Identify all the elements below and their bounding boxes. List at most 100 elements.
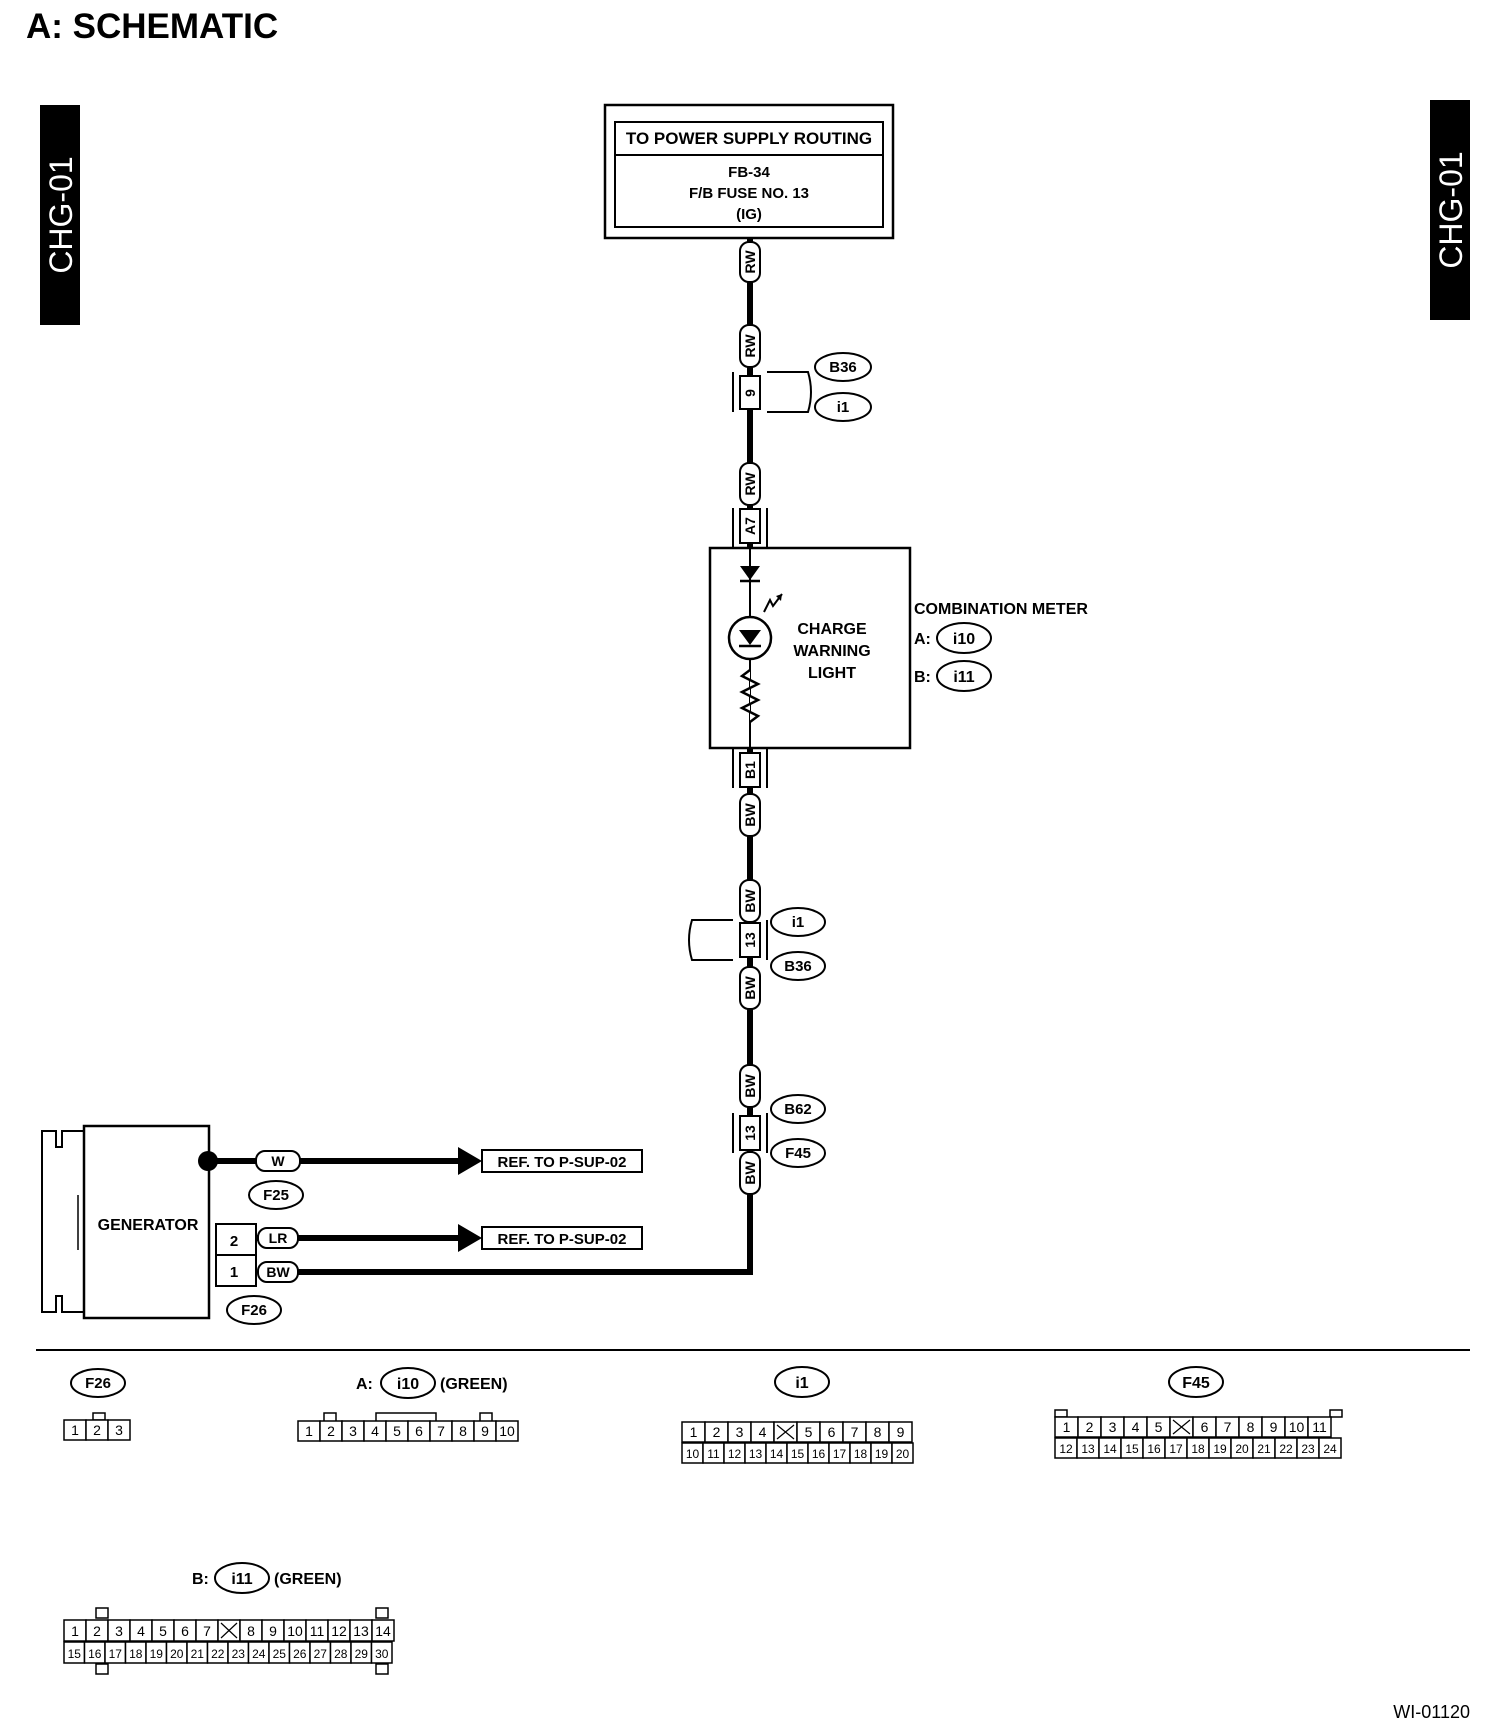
- f26-pin: 2: [93, 1422, 101, 1438]
- wire-label-w-text: W: [271, 1153, 285, 1169]
- wire-label-bw-4: BW: [739, 1064, 761, 1108]
- ref-box-lr: REF. TO P-SUP-02: [481, 1226, 643, 1250]
- i1-pin: 13: [749, 1447, 763, 1461]
- f26-pin: 1: [71, 1422, 79, 1438]
- i1-pin: 9: [897, 1424, 905, 1440]
- wire-label-bw-gen: BW: [257, 1261, 299, 1283]
- i10-pin: 7: [437, 1423, 445, 1439]
- wire-label-rw-1-text: RW: [742, 250, 758, 274]
- i1-pin: 14: [770, 1447, 784, 1461]
- f45-blank-mark: [1172, 1419, 1191, 1435]
- wire-label-rw-3: RW: [739, 462, 761, 506]
- i10-cell: [495, 1420, 519, 1442]
- i11-pin: 12: [331, 1623, 347, 1639]
- generator-wires: [208, 1158, 462, 1241]
- i10-pin: 9: [481, 1423, 489, 1439]
- i11-pin: 2: [93, 1623, 101, 1639]
- i1-pin: 6: [828, 1424, 836, 1440]
- combination-meter-b-prefix: B:: [914, 669, 931, 686]
- combination-meter-a-prefix: A:: [914, 631, 931, 648]
- connector-tag-i11-text: i11: [953, 669, 974, 686]
- connector-tag-b36-mid-text: B36: [784, 958, 812, 975]
- f45-pin: 23: [1301, 1442, 1315, 1456]
- connector-b62-f45-pin13: 13: [732, 1113, 768, 1153]
- wire-label-lr-text: LR: [269, 1230, 288, 1246]
- f45-pin: 4: [1132, 1419, 1140, 1435]
- connector-tag-f45-text: F45: [785, 1145, 811, 1162]
- i1-pin: 1: [690, 1424, 698, 1440]
- wire-label-bw-gen-text: BW: [266, 1264, 290, 1280]
- cv-f26-name: F26: [85, 1375, 111, 1392]
- connector-tag-b62-text: B62: [784, 1101, 812, 1118]
- pin-a7-block: A7: [732, 508, 768, 548]
- pin-b1-label: B1: [742, 761, 758, 779]
- pin-9-label: 9: [742, 389, 758, 397]
- i1-cell: [888, 1421, 913, 1443]
- i11-pin: 16: [88, 1647, 102, 1661]
- connector-tag-b36-top: B36: [814, 352, 872, 382]
- f45-pin: 2: [1086, 1419, 1094, 1435]
- i11-pin: 9: [269, 1623, 277, 1639]
- i1-pin: 3: [736, 1424, 744, 1440]
- connector-view-i11-heading: B: i11 (GREEN): [192, 1562, 342, 1594]
- cv-i10-name: i10: [397, 1376, 419, 1393]
- f45-pin: 7: [1224, 1419, 1232, 1435]
- i1-pin: 17: [833, 1447, 847, 1461]
- arrow-w: [458, 1147, 482, 1175]
- f45-pin: 20: [1235, 1442, 1249, 1456]
- i10-pin: 10: [499, 1423, 515, 1439]
- i11-cell: [370, 1641, 393, 1664]
- i11-pin: 24: [252, 1647, 266, 1661]
- charge-light-line3: LIGHT: [808, 665, 856, 682]
- i11-key: [375, 1663, 389, 1675]
- side-tab-right-label: CHG-01: [1433, 151, 1469, 268]
- i10-pin: 3: [349, 1423, 357, 1439]
- connector-i1-b36-pin13: 13: [688, 919, 768, 961]
- cv-i11-prefix: B:: [192, 1571, 209, 1588]
- wire-label-bw-5: BW: [739, 1151, 761, 1195]
- i11-pin: 23: [232, 1647, 246, 1661]
- f45-pin: 10: [1289, 1419, 1305, 1435]
- generator-pin-2: 2: [230, 1233, 238, 1250]
- connector-tag-f26: F26: [226, 1295, 282, 1325]
- connector-tag-b36-top-text: B36: [829, 359, 857, 376]
- i10-pin: 5: [393, 1423, 401, 1439]
- connector-tag-i1-mid-text: i1: [792, 914, 805, 931]
- i11-pin: 20: [170, 1647, 184, 1661]
- f45-cell: [1307, 1416, 1332, 1438]
- i11-pin: 3: [115, 1623, 123, 1639]
- f45-pin: 9: [1270, 1419, 1278, 1435]
- connector-tag-i11: i11: [936, 660, 992, 692]
- i11-pin: 6: [181, 1623, 189, 1639]
- i11-cell: [371, 1619, 395, 1642]
- wire-label-bw-4-text: BW: [742, 1074, 758, 1098]
- connector-tag-i10: i10: [936, 622, 992, 654]
- i11-pin: 14: [375, 1623, 391, 1639]
- power-box-line3: (IG): [736, 206, 762, 223]
- power-box-title: TO POWER SUPPLY ROUTING: [626, 129, 872, 148]
- f45-pin: 13: [1081, 1442, 1095, 1456]
- i11-pin: 15: [68, 1647, 82, 1661]
- ref-box-w: REF. TO P-SUP-02: [481, 1149, 643, 1173]
- i11-pin: 5: [159, 1623, 167, 1639]
- f45-pin: 6: [1201, 1419, 1209, 1435]
- f45-cell: [1318, 1437, 1342, 1459]
- f45-pin: 22: [1279, 1442, 1293, 1456]
- f26-pin: 3: [115, 1422, 123, 1438]
- charge-light-line2: WARNING: [793, 643, 870, 660]
- wire-label-bw-1: BW: [739, 793, 761, 837]
- pin-13-label-lower: 13: [742, 1125, 758, 1141]
- combination-meter-box: CHARGE WARNING LIGHT: [708, 546, 912, 750]
- connector-tag-i10-text: i10: [953, 631, 975, 648]
- i11-pin: 10: [287, 1623, 303, 1639]
- generator-pin-1: 1: [230, 1264, 238, 1281]
- cv-i10-prefix: A:: [356, 1376, 373, 1393]
- connector-tag-f25-text: F25: [263, 1187, 289, 1204]
- f45-key: [1054, 1409, 1068, 1418]
- i11-pin: 25: [273, 1647, 287, 1661]
- connector-tag-b62: B62: [770, 1094, 826, 1124]
- cv-f45-name: F45: [1182, 1375, 1210, 1392]
- i11-pin: 22: [211, 1647, 225, 1661]
- i11-pin: 28: [334, 1647, 348, 1661]
- generator: GENERATOR 2 1: [41, 1124, 257, 1320]
